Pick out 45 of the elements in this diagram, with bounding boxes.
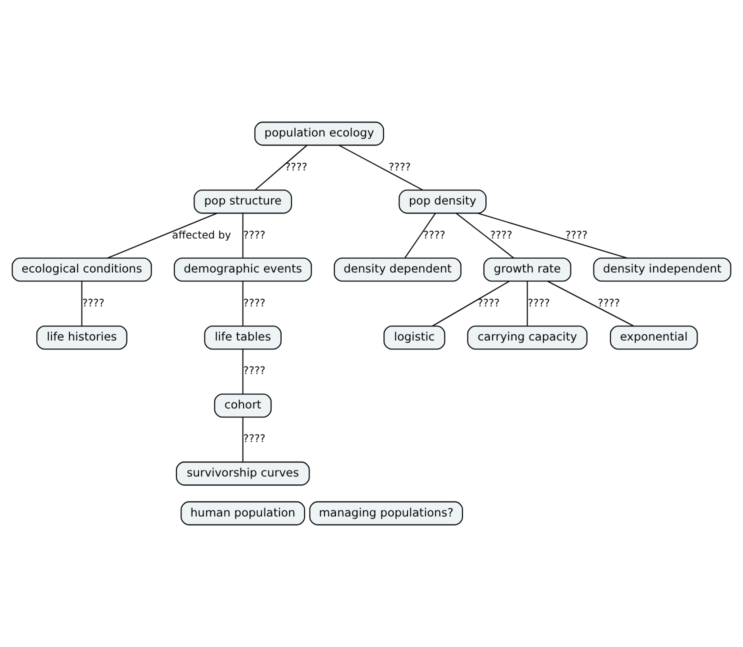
edge-label: ???? xyxy=(82,297,104,310)
edge-label: ???? xyxy=(285,161,308,174)
node-box: pop density xyxy=(398,190,487,214)
node-box: pop structure xyxy=(194,190,292,214)
connector xyxy=(456,212,514,258)
edge-label: ???? xyxy=(490,229,512,242)
edge-label: ???? xyxy=(598,297,620,310)
edge-label: ???? xyxy=(243,365,266,378)
connector xyxy=(338,144,424,191)
node-box: human population xyxy=(180,501,306,526)
node-box: population ecology xyxy=(254,122,384,146)
connector xyxy=(242,349,244,394)
connector xyxy=(432,280,510,326)
connector xyxy=(478,212,628,259)
edge-label: affected by xyxy=(172,229,232,242)
connector xyxy=(242,417,244,462)
edge-label: ???? xyxy=(478,297,500,310)
edge-label: ???? xyxy=(423,229,446,242)
node-box: survivorship curves xyxy=(176,462,310,486)
node-box: cohort xyxy=(214,394,272,418)
node-box: managing populations? xyxy=(309,501,463,526)
connector xyxy=(242,281,244,326)
node-box: demographic events xyxy=(174,258,312,282)
edge-label: ???? xyxy=(565,229,588,242)
edge-label: ???? xyxy=(243,229,266,242)
node-box: logistic xyxy=(384,326,446,350)
connector xyxy=(255,144,308,190)
node-box: density independent xyxy=(593,258,732,282)
edge-label: ???? xyxy=(243,297,266,310)
node-box: carrying capacity xyxy=(467,326,588,350)
connector xyxy=(107,212,218,259)
edge-label: ???? xyxy=(388,161,411,174)
connector xyxy=(526,281,528,326)
connector xyxy=(547,280,634,326)
node-box: ecological conditions xyxy=(12,258,152,282)
node-box: density dependent xyxy=(334,258,462,282)
node-box: growth rate xyxy=(483,258,572,282)
connector xyxy=(404,213,436,258)
node-box: exponential xyxy=(610,326,698,350)
node-box: life tables xyxy=(204,326,282,350)
node-box: life histories xyxy=(36,326,128,350)
edge-label: ???? xyxy=(528,297,550,310)
edge-label: ???? xyxy=(243,433,266,446)
connector xyxy=(242,213,244,258)
connector xyxy=(81,281,82,326)
